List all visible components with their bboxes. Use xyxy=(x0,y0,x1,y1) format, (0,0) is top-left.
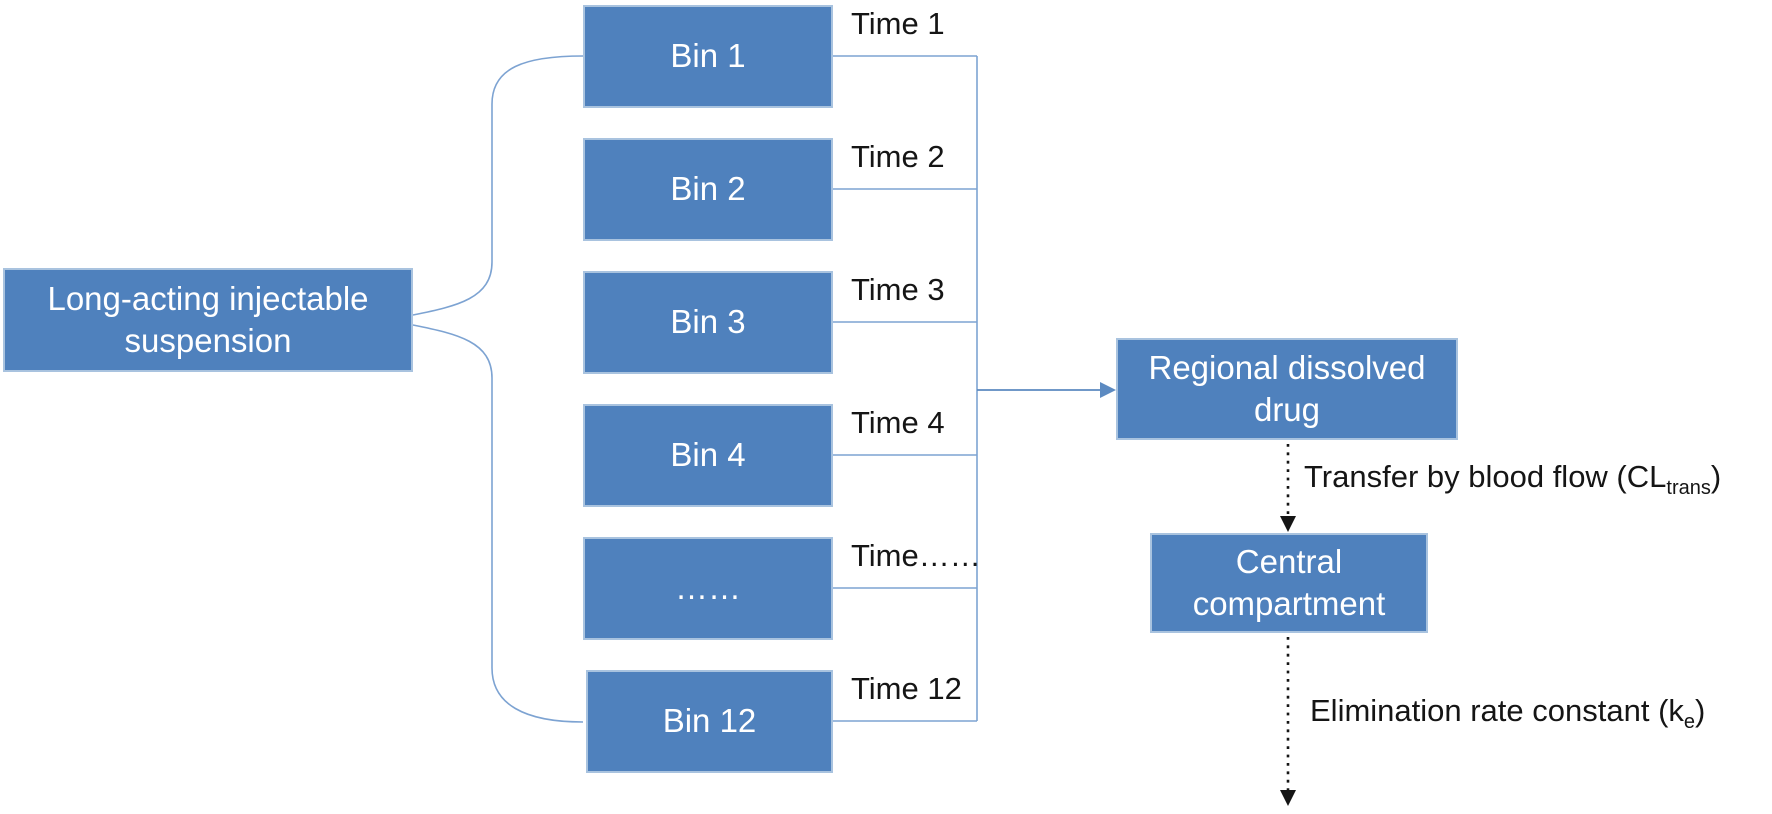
source-box-label: Long-acting injectable suspension xyxy=(47,279,369,359)
time-label-ellipsis: Time…… xyxy=(851,538,981,573)
time-label-2: Time 2 xyxy=(851,139,945,174)
time-label-3: Time 3 xyxy=(851,272,945,307)
bin-box-3: Bin 3 xyxy=(583,271,833,374)
bin-box-label: …… xyxy=(675,569,741,607)
bin-box-label: Bin 1 xyxy=(670,37,746,75)
elimination-arrowhead-icon xyxy=(1280,790,1296,806)
time-label-1: Time 1 xyxy=(851,6,945,41)
transfer-annotation: Transfer by blood flow (CLtrans) xyxy=(1304,459,1722,498)
time-label-12: Time 12 xyxy=(851,671,962,706)
source-box: Long-acting injectable suspension xyxy=(3,268,413,372)
time-label-4: Time 4 xyxy=(851,405,945,440)
brace-curve-lower xyxy=(412,324,584,723)
transfer-annotation-text: Transfer by blood flow (CL xyxy=(1304,459,1667,494)
bin-box-2: Bin 2 xyxy=(583,138,833,241)
bin-box-ellipsis: …… xyxy=(583,537,833,640)
bin-box-label: Bin 12 xyxy=(662,702,757,740)
bin-box-label: Bin 4 xyxy=(670,436,746,474)
elimination-annotation-subscript: e xyxy=(1683,711,1696,734)
bin-box-label: Bin 3 xyxy=(670,303,746,341)
regional-dissolved-drug-box: Regional dissolved drug xyxy=(1116,338,1458,440)
elimination-annotation-text: Elimination rate constant (k xyxy=(1310,693,1684,728)
transfer-annotation-suffix: ) xyxy=(1710,459,1722,494)
transfer-annotation-subscript: trans xyxy=(1666,477,1711,500)
central-box-label: Central compartment xyxy=(1192,542,1386,622)
bin-box-12: Bin 12 xyxy=(586,670,833,773)
elimination-annotation-suffix: ) xyxy=(1695,693,1706,728)
transfer-arrowhead-icon xyxy=(1280,516,1296,532)
bin-box-4: Bin 4 xyxy=(583,404,833,507)
elimination-annotation: Elimination rate constant (ke) xyxy=(1310,693,1706,732)
central-compartment-box: Central compartment xyxy=(1150,533,1428,633)
regional-box-label: Regional dissolved drug xyxy=(1148,348,1426,428)
bin-box-1: Bin 1 xyxy=(583,5,833,108)
bin-box-label: Bin 2 xyxy=(670,170,746,208)
brace-curve-upper xyxy=(412,55,584,316)
regional-arrowhead-icon xyxy=(1100,382,1116,398)
